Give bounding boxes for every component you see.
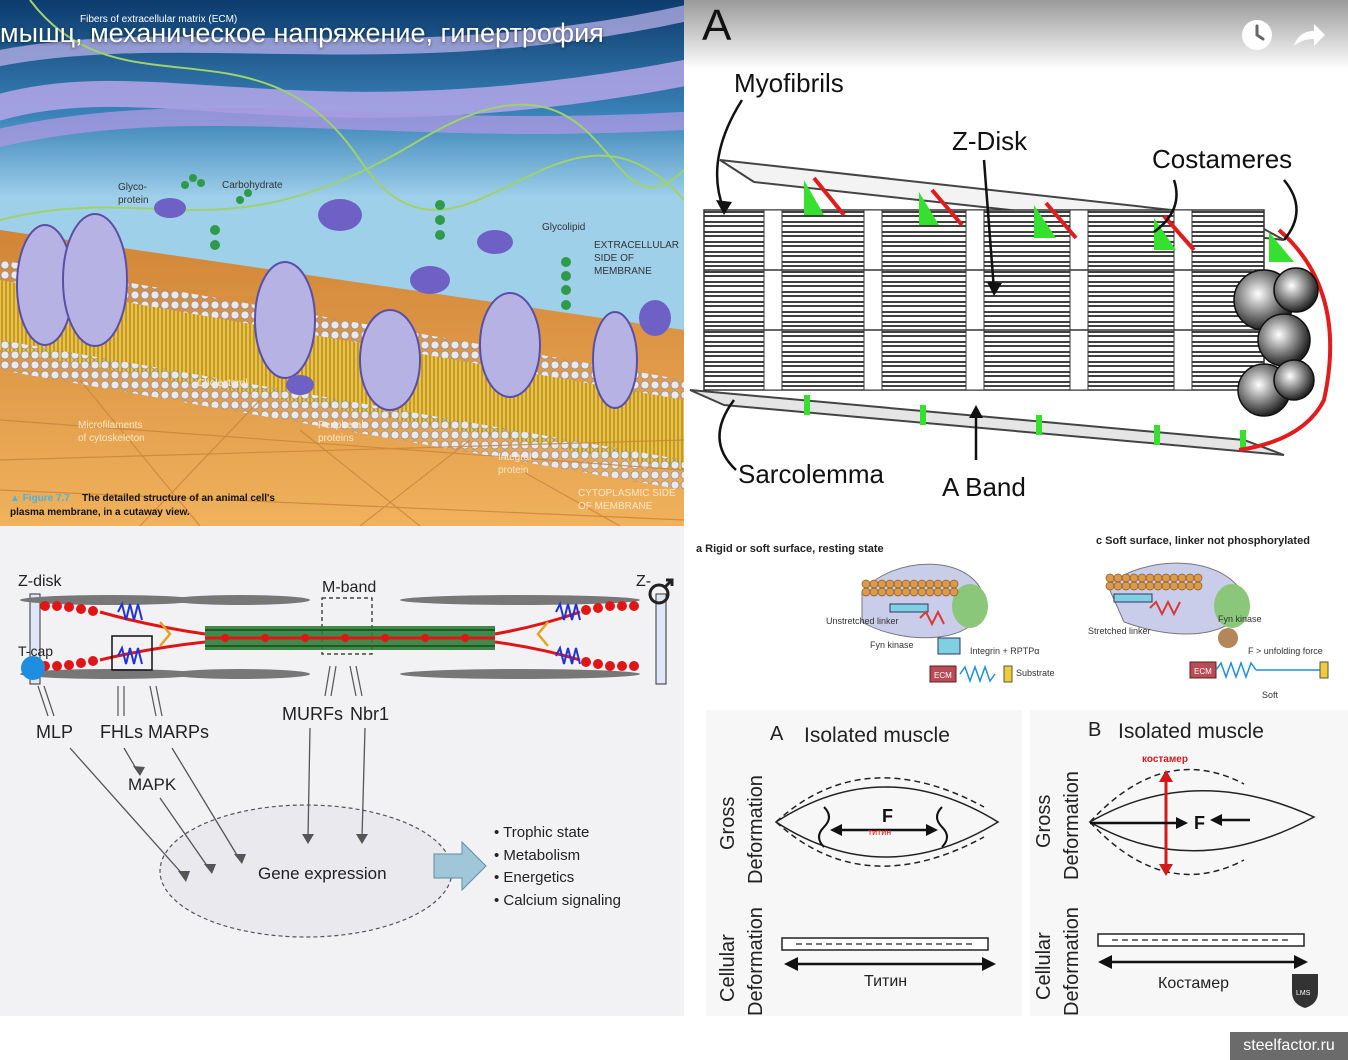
- panel-letter-a: A: [702, 1, 732, 50]
- svg-text:OF MEMBRANE: OF MEMBRANE: [578, 501, 653, 512]
- cyto-side-label: CYTOPLASMIC SIDE: [578, 488, 676, 499]
- outcome-energetics: • Energetics: [494, 869, 574, 886]
- isolated-muscle-diagram: A Isolated muscle B Isolated muscle Gros…: [684, 702, 1348, 1016]
- membrane-svg: Fibers of extracellular matrix (ECM) Gly…: [0, 0, 684, 526]
- peripheral-label: Peripheral: [318, 420, 364, 431]
- svg-text:proteins: proteins: [318, 433, 354, 444]
- figure-caption: The detailed structure of an animal cell…: [82, 493, 275, 504]
- logo-text: LMS: [1296, 990, 1311, 997]
- gross-b-label: Gross: [1033, 795, 1055, 848]
- muscle-fiber-svg: A Myofibrils Z-Disk Costameres Sarcolemm…: [684, 0, 1348, 502]
- deformation-a-label: Deformation: [745, 775, 767, 884]
- cdeformation-a-label: Deformation: [745, 907, 767, 1016]
- aband-label: A Band: [942, 472, 1026, 502]
- costameres-label: Costameres: [1152, 144, 1292, 174]
- cellular-b-label: Cellular: [1033, 932, 1055, 1000]
- gross-a-label: Gross: [717, 797, 739, 850]
- bottom-strip: [0, 1016, 1348, 1060]
- linker-svg: a Rigid or soft surface, resting state c…: [696, 535, 1329, 700]
- marps-label: MARPs: [148, 722, 209, 742]
- shield-logo-icon: LMS: [1292, 974, 1318, 1008]
- fhls-label: FHLs: [100, 722, 143, 742]
- linker-a-title: a Rigid or soft surface, resting state: [696, 543, 884, 555]
- deformation-b-label: Deformation: [1061, 771, 1083, 880]
- substrate-label: Substrate: [1016, 668, 1055, 678]
- figure-number: ▲ Figure 7.7: [10, 493, 70, 504]
- sarcolemma-label: Sarcolemma: [738, 459, 884, 489]
- linker-diagram: a Rigid or soft surface, resting state c…: [684, 526, 1348, 702]
- fyn-c-label: Fyn kinase: [1218, 614, 1262, 624]
- share-arrow-icon: [1294, 24, 1325, 46]
- outcome-trophic: • Trophic state: [494, 824, 589, 841]
- cellular-a-label: Cellular: [717, 934, 739, 1002]
- muscle-b-letter: B: [1088, 719, 1101, 741]
- nbr1-label: Nbr1: [350, 704, 389, 724]
- muscle-fiber-diagram: A Myofibrils Z-Disk Costameres Sarcolemm…: [684, 0, 1348, 526]
- integral-label: Integral: [498, 452, 531, 463]
- ecm-a-label: ECM: [934, 671, 952, 680]
- microfilaments-label: Microfilaments: [78, 420, 142, 431]
- svg-text:of cytoskeleton: of cytoskeleton: [78, 433, 145, 444]
- mlp-label: MLP: [36, 722, 73, 742]
- share-button[interactable]: [1290, 16, 1328, 54]
- fyn-a-label: Fyn kinase: [870, 640, 914, 650]
- costamer-label: Костамер: [1158, 975, 1229, 992]
- ecm-fibers-label: Fibers of extracellular matrix (ECM): [80, 14, 237, 25]
- membrane-illustration: Fibers of extracellular matrix (ECM) Gly…: [0, 0, 684, 526]
- tcap-label: T-cap: [18, 643, 53, 659]
- muscle-a-letter: A: [770, 723, 784, 745]
- glycoprotein-label: Glyco-: [118, 182, 147, 193]
- muscle-a-title: Isolated muscle: [804, 724, 950, 747]
- zdisk-svg: Z-disk Z- M-band: [0, 526, 684, 1016]
- tcap-shape: [21, 656, 45, 680]
- zdisk-signaling-diagram: Z-disk Z- M-band: [0, 526, 684, 1016]
- cholesterol-label: Cholesterol: [197, 378, 248, 389]
- muscle-b-title: Isolated muscle: [1118, 720, 1264, 743]
- figure-caption-2: plasma membrane, in a cutaway view.: [10, 507, 190, 518]
- glycolipid-label: Glycolipid: [542, 222, 585, 233]
- soft-label: Soft: [1262, 690, 1279, 700]
- mapk-label: MAPK: [128, 775, 177, 794]
- mband-label: M-band: [322, 579, 376, 596]
- gene-expression-label: Gene expression: [258, 864, 387, 883]
- outcome-calcium: • Calcium signaling: [494, 892, 621, 909]
- outcome-metabolism: • Metabolism: [494, 847, 580, 864]
- costamer-small-label: костамер: [1142, 754, 1188, 765]
- unfolding-label: F > unfolding force: [1248, 646, 1323, 656]
- force-b-label: F: [1194, 813, 1205, 833]
- svg-text:protein: protein: [498, 465, 529, 476]
- zdisk-label: Z-Disk: [952, 126, 1028, 156]
- titin-small-label: титин: [868, 827, 891, 837]
- murfs-label: MURFs: [282, 704, 343, 724]
- ecm-c-label: ECM: [1194, 667, 1212, 676]
- svg-text:SIDE OF: SIDE OF: [594, 253, 634, 264]
- stretched-label: Stretched linker: [1088, 626, 1151, 636]
- clock-icon: [1242, 20, 1272, 50]
- carbohydrate-label: Carbohydrate: [222, 180, 283, 191]
- ecm-side-label: EXTRACELLULAR: [594, 240, 679, 251]
- zdisk-right-label: Z-: [636, 573, 651, 590]
- venus-mars-icon: [648, 578, 674, 605]
- unstretched-label: Unstretched linker: [826, 616, 899, 626]
- linker-c-title: c Soft surface, linker not phosphorylate…: [1096, 535, 1310, 547]
- zdisk-left-label: Z-disk: [18, 573, 63, 590]
- video-title: мышц, механическое напряжение, гипертроф…: [0, 18, 604, 48]
- svg-text:protein: protein: [118, 195, 149, 206]
- outcome-arrow: [433, 840, 487, 892]
- cdeformation-b-label: Deformation: [1061, 907, 1083, 1016]
- site-watermark: steelfactor.ru: [1230, 1032, 1348, 1060]
- force-a-label: F: [882, 806, 893, 826]
- titin-label: Титин: [864, 973, 907, 990]
- integrin-label: Integrin + RPTPα: [970, 646, 1039, 656]
- isolated-muscle-svg: A Isolated muscle B Isolated muscle Gros…: [706, 710, 1348, 1016]
- watch-later-button[interactable]: [1238, 16, 1276, 54]
- myofibrils-label: Myofibrils: [734, 68, 844, 98]
- svg-text:MEMBRANE: MEMBRANE: [594, 266, 652, 277]
